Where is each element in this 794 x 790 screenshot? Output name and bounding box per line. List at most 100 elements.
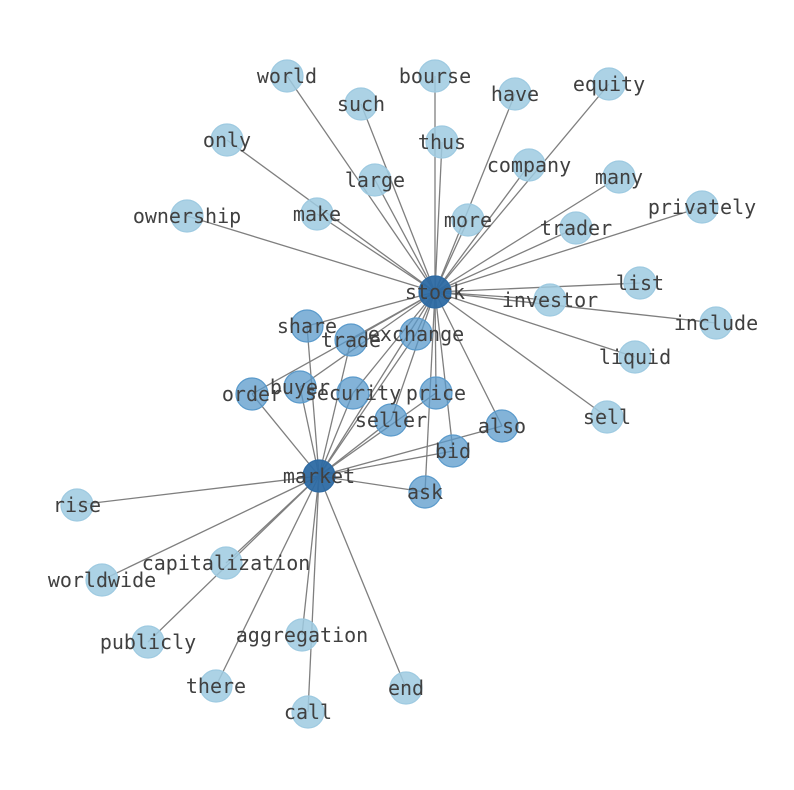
edge-market-exchange — [318, 333, 417, 477]
node-make — [300, 197, 334, 231]
node-only — [210, 123, 244, 157]
node-label-bourse: bourse — [399, 64, 471, 88]
node-privately — [685, 190, 719, 224]
node-ask — [408, 475, 442, 509]
node-stock — [418, 275, 452, 309]
node-label-privately: privately — [648, 195, 756, 219]
edge-market-aggregation — [301, 475, 320, 636]
edge-market-share — [306, 325, 320, 477]
node-label-rise: rise — [53, 493, 101, 517]
node-world — [270, 59, 304, 93]
node-bid — [436, 434, 470, 468]
edge-stock-thus — [434, 141, 443, 293]
edge-stock-liquid — [434, 291, 636, 358]
edge-stock-ownership — [186, 215, 436, 293]
node-label-ownership: ownership — [133, 204, 241, 228]
node-label-trade: trade — [321, 328, 381, 352]
node-label-sell: sell — [583, 405, 631, 429]
node-market — [302, 459, 336, 493]
node-layer — [60, 59, 733, 729]
edge-stock-make — [316, 213, 436, 293]
node-label-make: make — [293, 202, 341, 226]
edge-market-trade — [318, 339, 352, 477]
node-thus — [425, 125, 459, 159]
node-label-equity: equity — [573, 72, 645, 96]
node-label-bid: bid — [435, 439, 471, 463]
node-bourse — [418, 59, 452, 93]
edge-stock-price — [434, 291, 437, 394]
node-security — [336, 376, 370, 410]
node-label-more: more — [444, 208, 492, 232]
node-label-have: have — [491, 82, 539, 106]
node-label-share: share — [277, 314, 337, 338]
edge-stock-such — [360, 103, 436, 293]
edge-market-also — [318, 425, 503, 477]
edge-stock-many — [434, 176, 620, 293]
node-investor — [533, 283, 567, 317]
edge-market-call — [307, 475, 320, 713]
node-list — [623, 266, 657, 300]
node-such — [344, 87, 378, 121]
node-trade — [334, 323, 368, 357]
node-ownership — [170, 199, 204, 233]
edge-market-order — [251, 393, 320, 477]
node-label-price: price — [406, 381, 466, 405]
edge-stock-include — [434, 291, 717, 324]
edge-stock-bid — [434, 291, 454, 452]
node-price — [419, 376, 453, 410]
node-label-end: end — [388, 676, 424, 700]
node-label-world: world — [257, 64, 317, 88]
node-label-liquid: liquid — [599, 345, 671, 369]
node-also — [485, 409, 519, 443]
node-label-there: there — [186, 674, 246, 698]
node-label-worldwide: worldwide — [48, 568, 156, 592]
node-label-stock: stock — [405, 280, 465, 304]
node-end — [389, 671, 423, 705]
node-label-exchange: exchange — [368, 322, 464, 346]
edge-stock-seller — [390, 291, 436, 421]
edge-market-bid — [318, 450, 454, 477]
edge-market-price — [318, 392, 437, 477]
node-label-such: such — [337, 92, 385, 116]
node-order — [235, 377, 269, 411]
edge-market-there — [215, 475, 320, 687]
node-label-thus: thus — [418, 130, 466, 154]
node-liquid — [618, 340, 652, 374]
edge-market-end — [318, 475, 407, 689]
edge-stock-sell — [434, 291, 608, 418]
node-label-market: market — [283, 464, 355, 488]
node-capitalization — [209, 546, 243, 580]
node-label-publicly: publicly — [100, 630, 196, 654]
node-seller — [374, 403, 408, 437]
node-label-also: also — [478, 414, 526, 438]
node-label-security: security — [305, 381, 401, 405]
node-label-buyer: buyer — [270, 375, 330, 399]
node-buyer — [283, 370, 317, 404]
edge-stock-privately — [434, 206, 703, 293]
node-exchange — [399, 317, 433, 351]
node-sell — [590, 400, 624, 434]
node-large — [358, 163, 392, 197]
node-label-seller: seller — [355, 408, 427, 432]
node-aggregation — [285, 618, 319, 652]
node-trader — [559, 211, 593, 245]
edge-market-rise — [76, 475, 320, 506]
node-label-company: company — [487, 153, 571, 177]
node-label-list: list — [616, 271, 664, 295]
edge-stock-large — [374, 179, 436, 293]
node-have — [498, 77, 532, 111]
node-include — [699, 306, 733, 340]
edge-stock-share — [306, 291, 436, 327]
node-call — [291, 695, 325, 729]
node-there — [199, 669, 233, 703]
edge-market-ask — [318, 475, 426, 493]
edge-stock-investor — [434, 291, 551, 301]
node-equity — [592, 67, 626, 101]
node-label-ask: ask — [407, 480, 443, 504]
node-share — [290, 309, 324, 343]
node-worldwide — [85, 563, 119, 597]
edge-stock-also — [434, 291, 503, 427]
node-many — [602, 160, 636, 194]
